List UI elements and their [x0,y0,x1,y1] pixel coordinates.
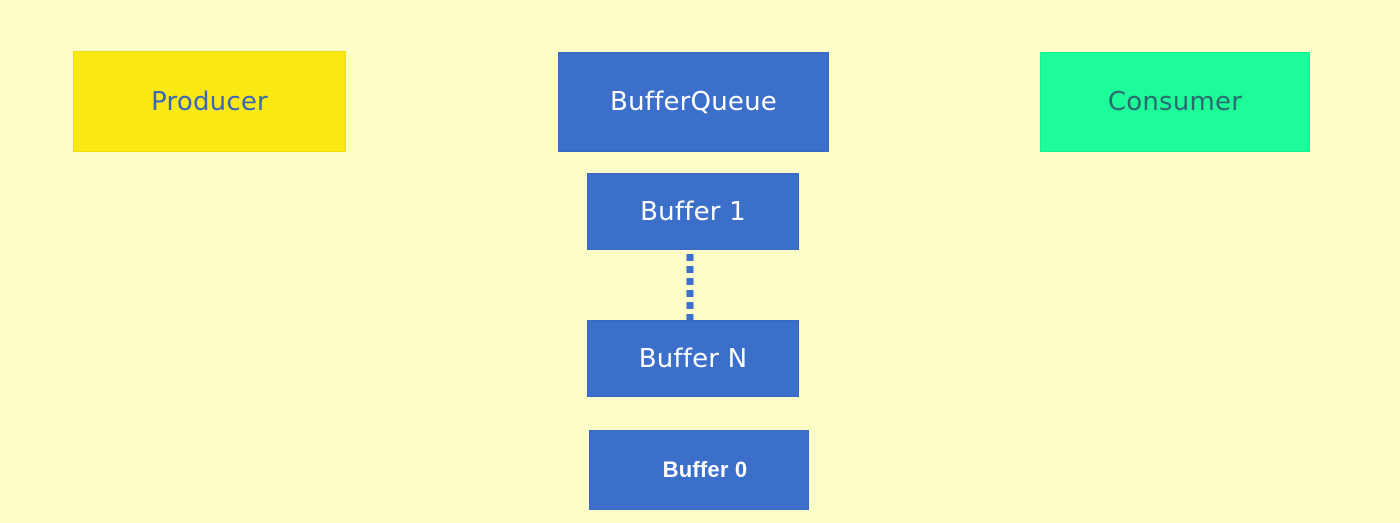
buffer-1-box: Buffer 1 [587,173,799,250]
producer-label: Producer [151,86,268,117]
consumer-label: Consumer [1107,87,1243,117]
producer-box: Producer [73,51,346,152]
buffer-0-label: Buffer 0 [662,457,748,482]
buffer-0-box: Buffer 0 [589,430,809,510]
bufferqueue-box: BufferQueue [558,52,829,152]
dotted-connector [686,254,694,320]
consumer-box: Consumer [1040,52,1310,152]
buffer-n-box: Buffer N [587,320,799,397]
bufferqueue-label: BufferQueue [610,87,777,117]
buffer-n-label: Buffer N [638,343,748,374]
buffer-1-label: Buffer 1 [640,196,746,227]
